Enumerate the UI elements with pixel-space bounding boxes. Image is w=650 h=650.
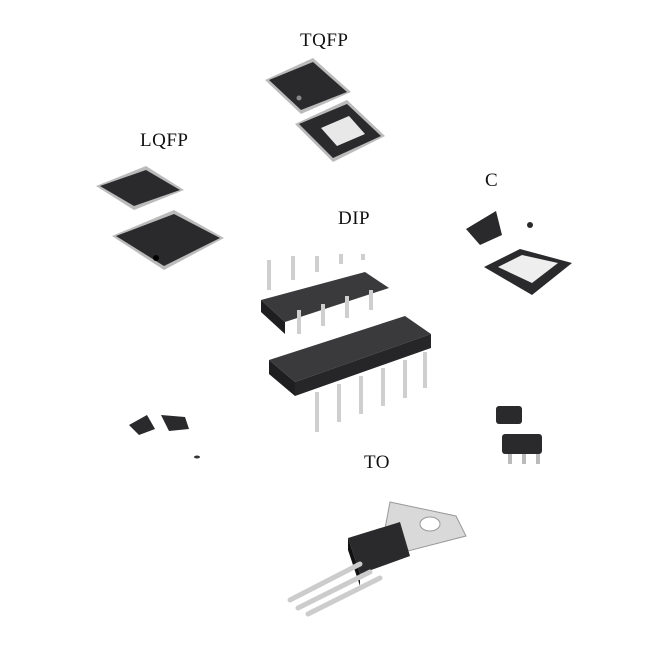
sot-fragment-left-image (129, 415, 200, 459)
qfn-chip-image (466, 211, 572, 295)
label-lqfp: LQFP (140, 130, 189, 151)
lqfp-chip-image (96, 166, 224, 270)
dip-chip-image (261, 254, 431, 432)
label-to: TO (364, 452, 390, 473)
label-qfn-partial: C (485, 170, 499, 191)
to220-transistor-image (287, 501, 467, 617)
label-dip: DIP (338, 208, 371, 229)
tqfp-chip-image (265, 58, 385, 162)
label-tqfp: TQFP (300, 30, 349, 51)
sot-chip-image (496, 406, 542, 464)
